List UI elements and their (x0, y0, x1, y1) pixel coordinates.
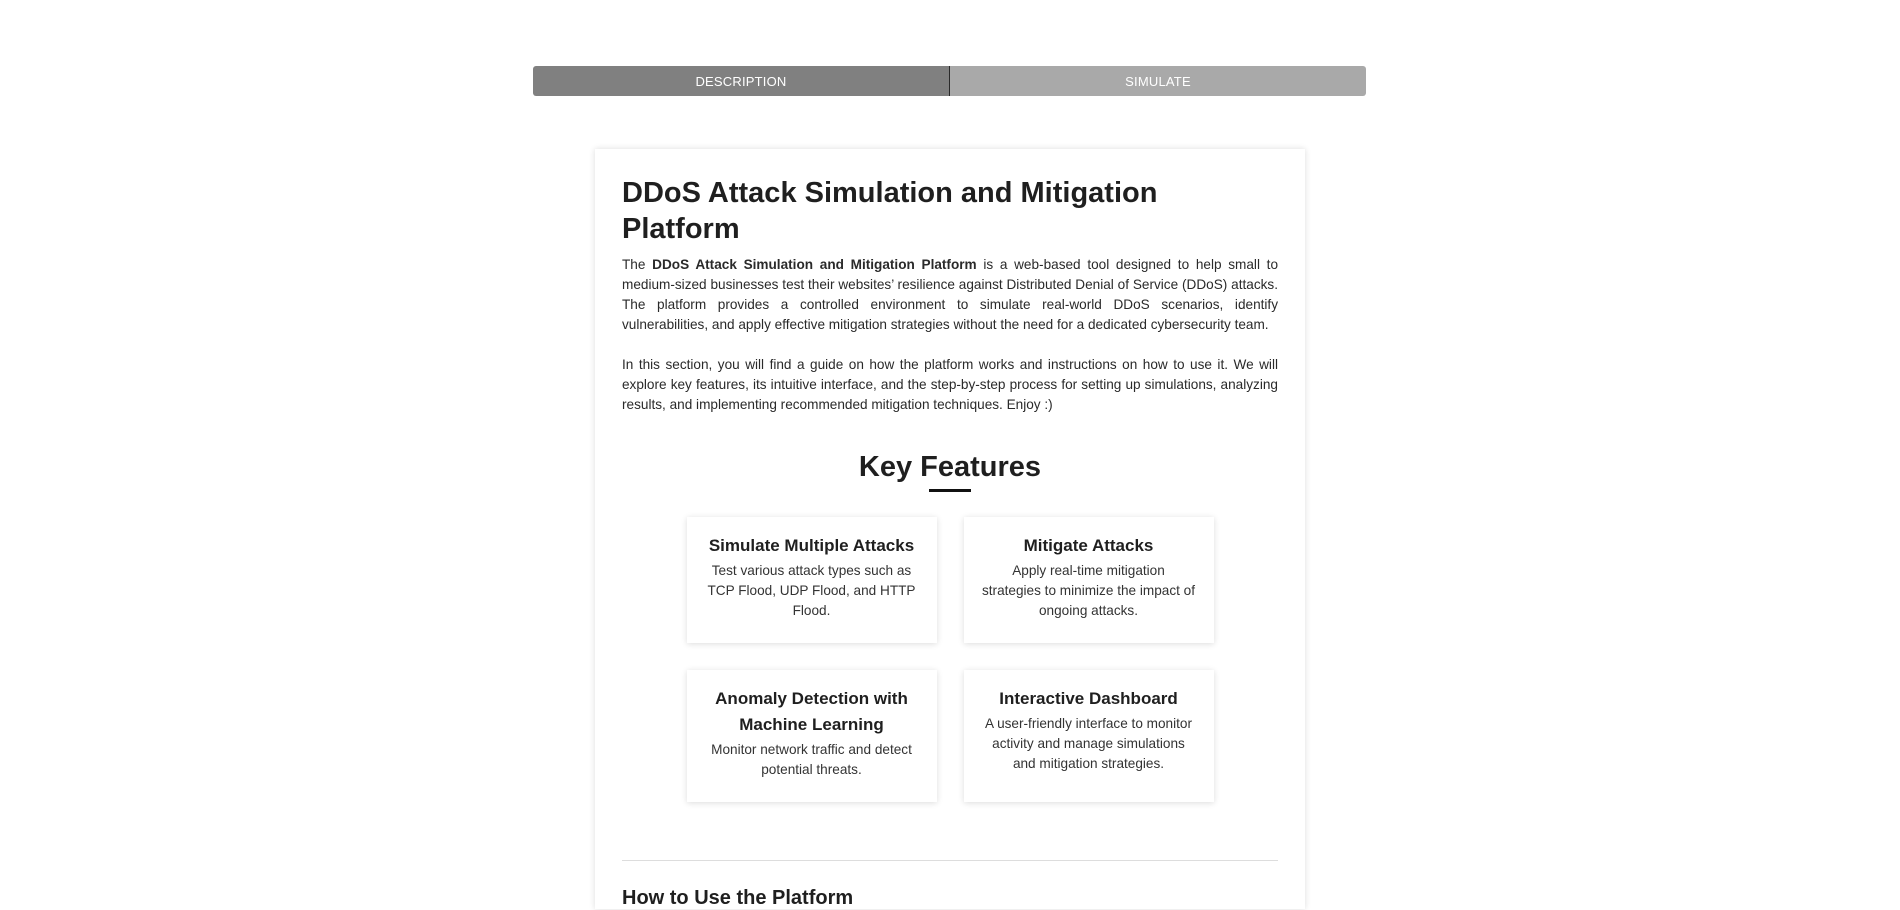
heading-underline (929, 489, 971, 492)
feature-title: Interactive Dashboard (999, 689, 1178, 708)
feature-text: A user-friendly interface to monitor act… (984, 716, 1193, 771)
description-card: DDoS Attack Simulation and Mitigation Pl… (595, 149, 1305, 909)
key-features-heading: Key Features (858, 451, 1042, 483)
feature-text: Monitor network traffic and detect poten… (711, 742, 912, 777)
intro-prefix: The (622, 257, 653, 272)
feature-title: Mitigate Attacks (1023, 536, 1154, 555)
guide-paragraph: In this section, you will find a guide o… (622, 357, 1278, 412)
feature-card-anomaly-detection: Anomaly Detection with Machine Learning … (687, 670, 937, 802)
feature-title: Anomaly Detection with Machine Learning (715, 689, 908, 734)
page-title: DDoS Attack Simulation and Mitigation Pl… (622, 177, 1158, 245)
how-to-use-heading: How to Use the Platform (622, 887, 854, 909)
intro-platform-name: DDoS Attack Simulation and Mitigation Pl… (652, 257, 977, 272)
feature-text: Test various attack types such as TCP Fl… (707, 563, 916, 618)
feature-card-mitigate-attacks: Mitigate Attacks Apply real-time mitigat… (964, 517, 1214, 643)
tab-simulate[interactable]: SIMULATE (949, 66, 1366, 96)
tab-bar: DESCRIPTION SIMULATE (533, 66, 1366, 96)
feature-text: Apply real-time mitigation strategies to… (981, 563, 1196, 618)
feature-card-interactive-dashboard: Interactive Dashboard A user-friendly in… (964, 670, 1214, 802)
feature-title: Simulate Multiple Attacks (708, 536, 915, 555)
feature-card-simulate-attacks: Simulate Multiple Attacks Test various a… (687, 517, 937, 643)
feature-grid: Simulate Multiple Attacks Test various a… (622, 517, 1278, 802)
section-divider (622, 860, 1278, 861)
intro-suffix: is a web-based tool designed to help sma… (622, 257, 1278, 332)
intro-paragraph: The DDoS Attack Simulation and Mitigatio… (622, 255, 1278, 335)
tab-description[interactable]: DESCRIPTION (533, 66, 949, 96)
